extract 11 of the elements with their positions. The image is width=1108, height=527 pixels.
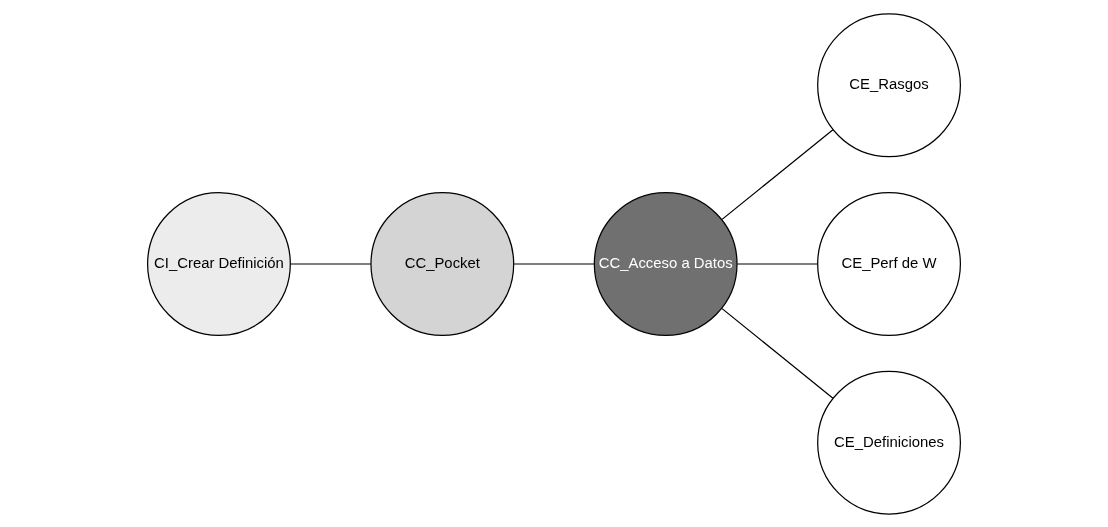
node-circle: CE_Rasgos — [817, 12, 961, 157]
node-circle: CE_Definiciones — [817, 370, 961, 515]
node-circle: CC_Acceso a Datos — [593, 191, 738, 336]
connector — [290, 262, 372, 265]
connector — [513, 262, 595, 265]
node-circle: CI_Crear Definición — [147, 191, 291, 336]
node-circle: CC_Pocket — [370, 191, 515, 336]
connector — [721, 128, 834, 220]
node-circle: CE_Perf de W — [817, 191, 961, 336]
connector — [721, 307, 834, 399]
connector — [736, 262, 819, 265]
